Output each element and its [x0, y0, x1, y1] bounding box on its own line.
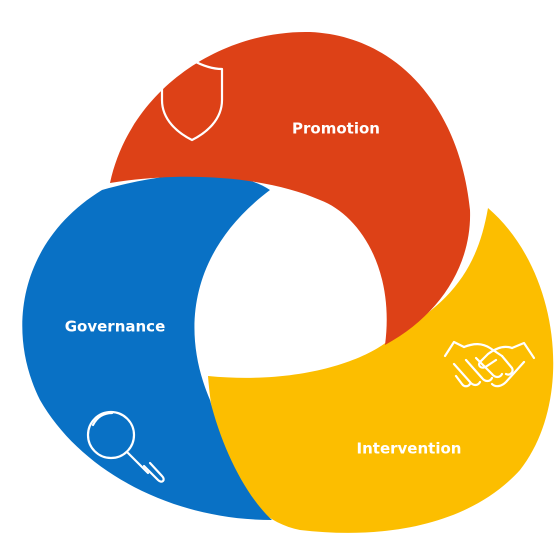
- magnifier-icon: [86, 410, 165, 483]
- promotion-segment: [110, 31, 471, 346]
- promotion-label: Promotion: [292, 120, 380, 138]
- governance-segment: [22, 174, 273, 520]
- shield-icon: [160, 58, 224, 142]
- governance-label: Governance: [65, 318, 166, 336]
- handshake-icon: [443, 340, 536, 388]
- intervention-label: Intervention: [357, 440, 462, 458]
- intervention-segment: [208, 208, 554, 533]
